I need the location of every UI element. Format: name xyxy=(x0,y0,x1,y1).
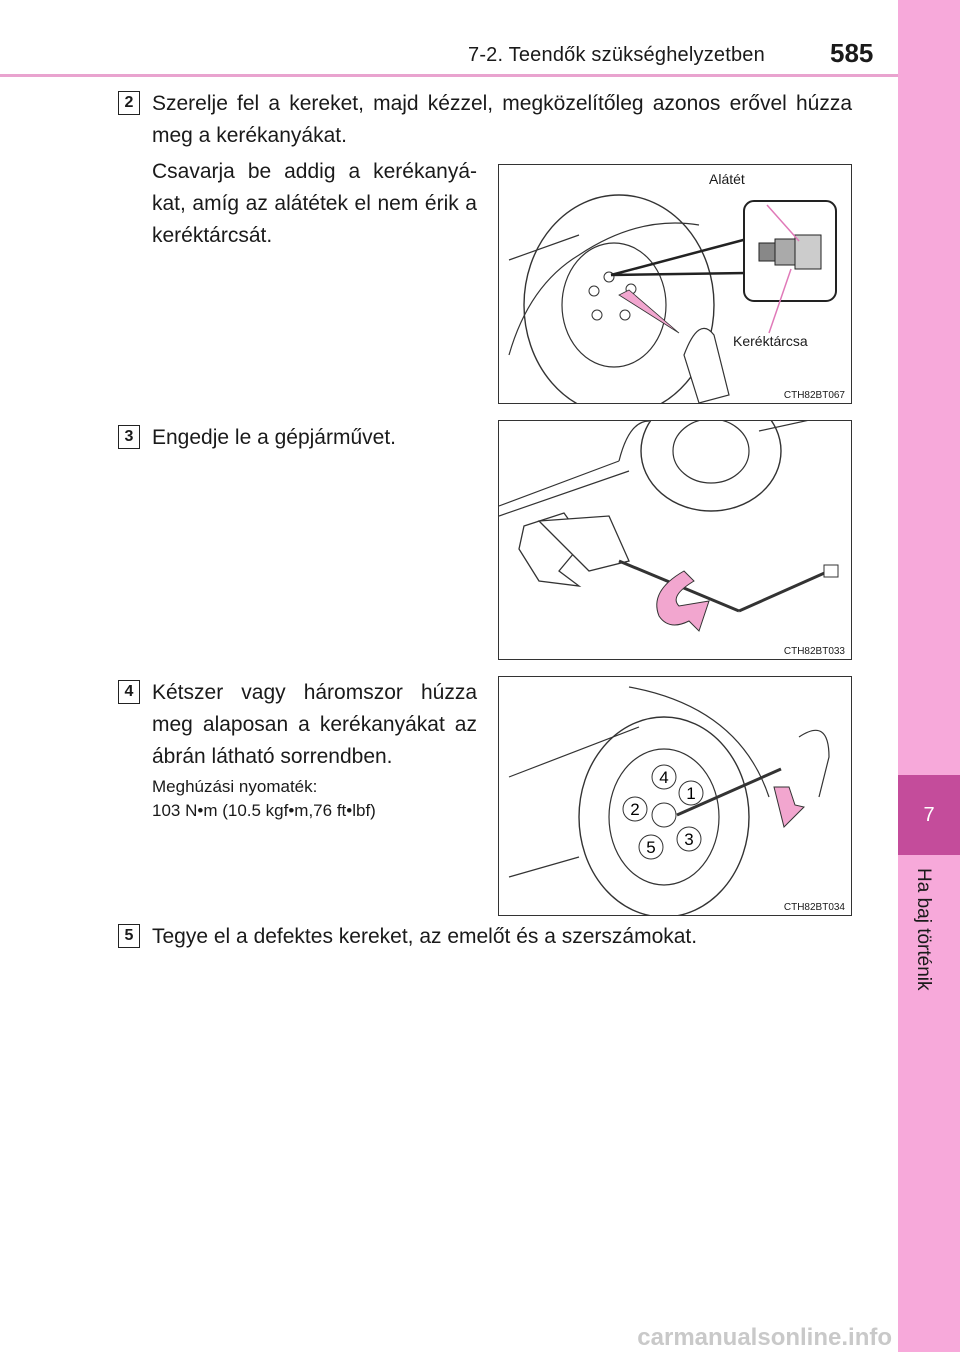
step-2-text: Szerelje fel a kereket, majd kézzel, meg… xyxy=(152,92,852,147)
step-4-text: Kétszer vagy háromszor húzza meg alaposa… xyxy=(152,681,477,768)
seq-3: 3 xyxy=(684,830,693,849)
figure-code: CTH82BT067 xyxy=(783,390,845,401)
callout-washer: Alátét xyxy=(709,171,745,187)
watermark: carmanualsonline.info xyxy=(637,1324,892,1351)
seq-1: 1 xyxy=(686,784,695,803)
seq-2: 2 xyxy=(630,800,639,819)
wheel-nut-illustration xyxy=(508,194,837,403)
section-title: 7-2. Teendők szükséghelyzetben xyxy=(468,44,765,66)
tightening-sequence-illustration: 1 2 3 4 5 xyxy=(508,686,830,915)
chapter-label-text: Ha baj történik xyxy=(913,868,934,991)
step-number-5: 5 xyxy=(118,924,140,948)
seq-5: 5 xyxy=(646,838,655,857)
page-number: 585 xyxy=(830,38,874,68)
step-number-4: 4 xyxy=(118,680,140,704)
jack-lowering-illustration xyxy=(499,421,839,632)
header-divider xyxy=(0,74,898,77)
figure-wheel-nut-install: Alátét Keréktárcsa CTH82BT067 xyxy=(498,164,852,404)
figure-tightening-order: 1 2 3 4 5 CTH82BT034 xyxy=(498,676,852,916)
torque-label: Meghúzási nyomaték: xyxy=(152,777,318,796)
footer: carmanualsonline.info xyxy=(0,1318,898,1352)
figure-code: CTH82BT033 xyxy=(783,646,845,657)
step-5-text: Tegye el a defektes kereket, az emelőt é… xyxy=(152,925,698,948)
step-number-3: 3 xyxy=(118,425,140,449)
step-3-text: Engedje le a gépjárművet. xyxy=(152,426,396,449)
step-2-subtext: Csavarja be addig a kerékanyá-kat, amíg … xyxy=(152,160,477,247)
chapter-number-tab: 7 xyxy=(898,775,960,855)
torque-value: 103 N•m (10.5 kgf•m,76 ft•lbf) xyxy=(152,801,376,820)
step-number-2: 2 xyxy=(118,91,140,115)
seq-4: 4 xyxy=(659,768,668,787)
callout-wheel-disc: Keréktárcsa xyxy=(733,333,808,349)
figure-lower-vehicle: CTH82BT033 xyxy=(498,420,852,660)
chapter-side-tab xyxy=(898,0,960,1352)
figure-code: CTH82BT034 xyxy=(783,902,845,913)
chapter-label: Ha baj történik xyxy=(912,868,942,1068)
